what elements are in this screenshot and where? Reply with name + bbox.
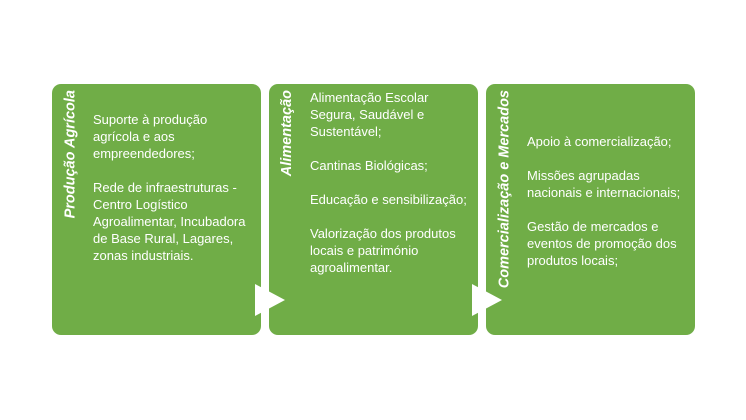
- column-comercializacao-mercados: Comercialização e Mercados Apoio à comer…: [486, 84, 695, 335]
- arrow-right-icon: [472, 284, 502, 316]
- column-title: Comercialização e Mercados: [496, 90, 512, 289]
- column-title: Alimentação: [279, 90, 295, 177]
- column-producao-agricola: Produção Agrícola Suporte à produção agr…: [52, 84, 261, 335]
- column-title: Produção Agrícola: [62, 90, 78, 219]
- list-item: Rede de infraestruturas - Centro Logísti…: [93, 180, 246, 263]
- list-item: Educação e sensibilização;: [310, 192, 467, 207]
- column-alimentacao: Alimentação Alimentação Escolar Segura, …: [269, 84, 478, 335]
- item-list: Alimentação Escolar Segura, Saudável e S…: [310, 89, 472, 293]
- item-list: Apoio à comercialização; Missões agrupad…: [527, 133, 689, 286]
- list-item: Gestão de mercados e eventos de promoção…: [527, 219, 677, 268]
- list-item: Apoio à comercialização;: [527, 134, 672, 149]
- list-item: Suporte à produção agrícola e aos empree…: [93, 112, 208, 161]
- item-list: Suporte à produção agrícola e aos empree…: [93, 111, 255, 281]
- list-item: Valorização dos produtos locais e patrim…: [310, 226, 456, 275]
- list-item: Cantinas Biológicas;: [310, 158, 428, 173]
- list-item: Alimentação Escolar Segura, Saudável e S…: [310, 90, 429, 139]
- list-item: Missões agrupadas nacionais e internacio…: [527, 168, 681, 200]
- arrow-right-icon: [255, 284, 285, 316]
